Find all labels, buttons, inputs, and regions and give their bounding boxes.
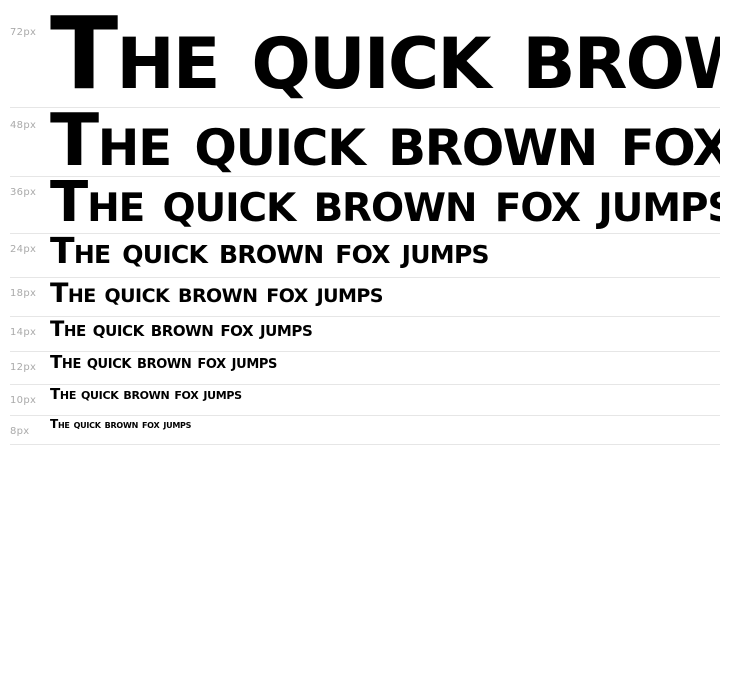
size-label: 14px — [10, 327, 37, 338]
specimen-row-8px: 8px The quick brown fox jumps — [10, 416, 720, 445]
specimen-row-10px: 10px The quick brown fox jumps — [10, 385, 720, 416]
sample-text: The quick brown fox jumps — [50, 108, 720, 177]
font-specimen: 72px The quick brown fox jumps 48px The … — [10, 0, 720, 445]
sample-text: The quick brown fox jumps — [50, 177, 720, 234]
sample-text: The quick brown fox jumps — [50, 417, 192, 431]
specimen-row-48px: 48px The quick brown fox jumps — [10, 108, 720, 177]
size-label: 12px — [10, 362, 37, 373]
specimen-row-36px: 36px The quick brown fox jumps — [10, 177, 720, 234]
sample-text: The quick brown fox jumps — [50, 352, 278, 373]
size-label: 24px — [10, 244, 37, 255]
specimen-row-12px: 12px The quick brown fox jumps — [10, 352, 720, 385]
sample-text: The quick brown fox jumps — [50, 0, 720, 108]
sample-text: The quick brown fox jumps — [50, 385, 242, 403]
specimen-row-72px: 72px The quick brown fox jumps — [10, 0, 720, 108]
size-label: 36px — [10, 187, 37, 198]
size-label: 8px — [10, 426, 30, 437]
specimen-row-24px: 24px The quick brown fox jumps — [10, 234, 720, 278]
sample-text: The quick brown fox jumps — [50, 234, 490, 272]
sample-text: The quick brown fox jumps — [50, 317, 313, 341]
size-label: 18px — [10, 288, 37, 299]
specimen-row-14px: 14px The quick brown fox jumps — [10, 317, 720, 352]
size-label: 72px — [10, 27, 37, 38]
size-label: 48px — [10, 120, 37, 131]
sample-text: The quick brown fox jumps — [50, 278, 384, 309]
size-label: 10px — [10, 395, 37, 406]
specimen-row-18px: 18px The quick brown fox jumps — [10, 278, 720, 317]
